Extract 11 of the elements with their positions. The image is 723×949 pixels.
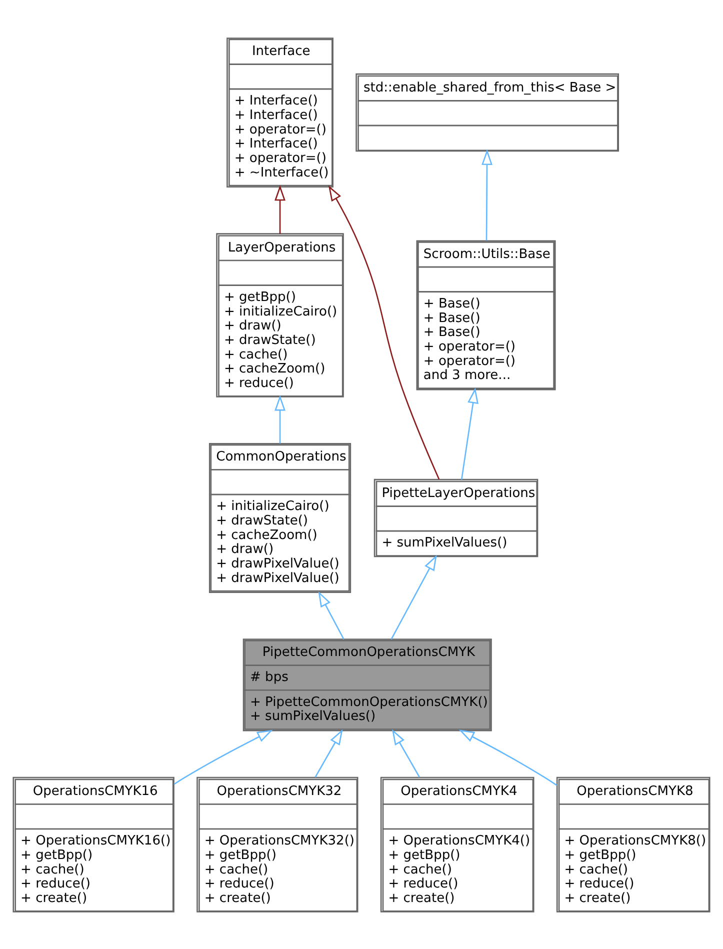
arrow bbox=[318, 590, 344, 639]
arrow bbox=[274, 394, 286, 443]
arrow bbox=[392, 728, 420, 777]
arrow bbox=[458, 729, 558, 786]
arrow bbox=[274, 184, 286, 234]
arrow bbox=[390, 554, 437, 639]
arrow bbox=[314, 728, 343, 777]
arrow bbox=[174, 729, 273, 784]
arrow bbox=[328, 184, 440, 480]
arrow bbox=[482, 148, 492, 240]
arrow bbox=[460, 387, 478, 480]
